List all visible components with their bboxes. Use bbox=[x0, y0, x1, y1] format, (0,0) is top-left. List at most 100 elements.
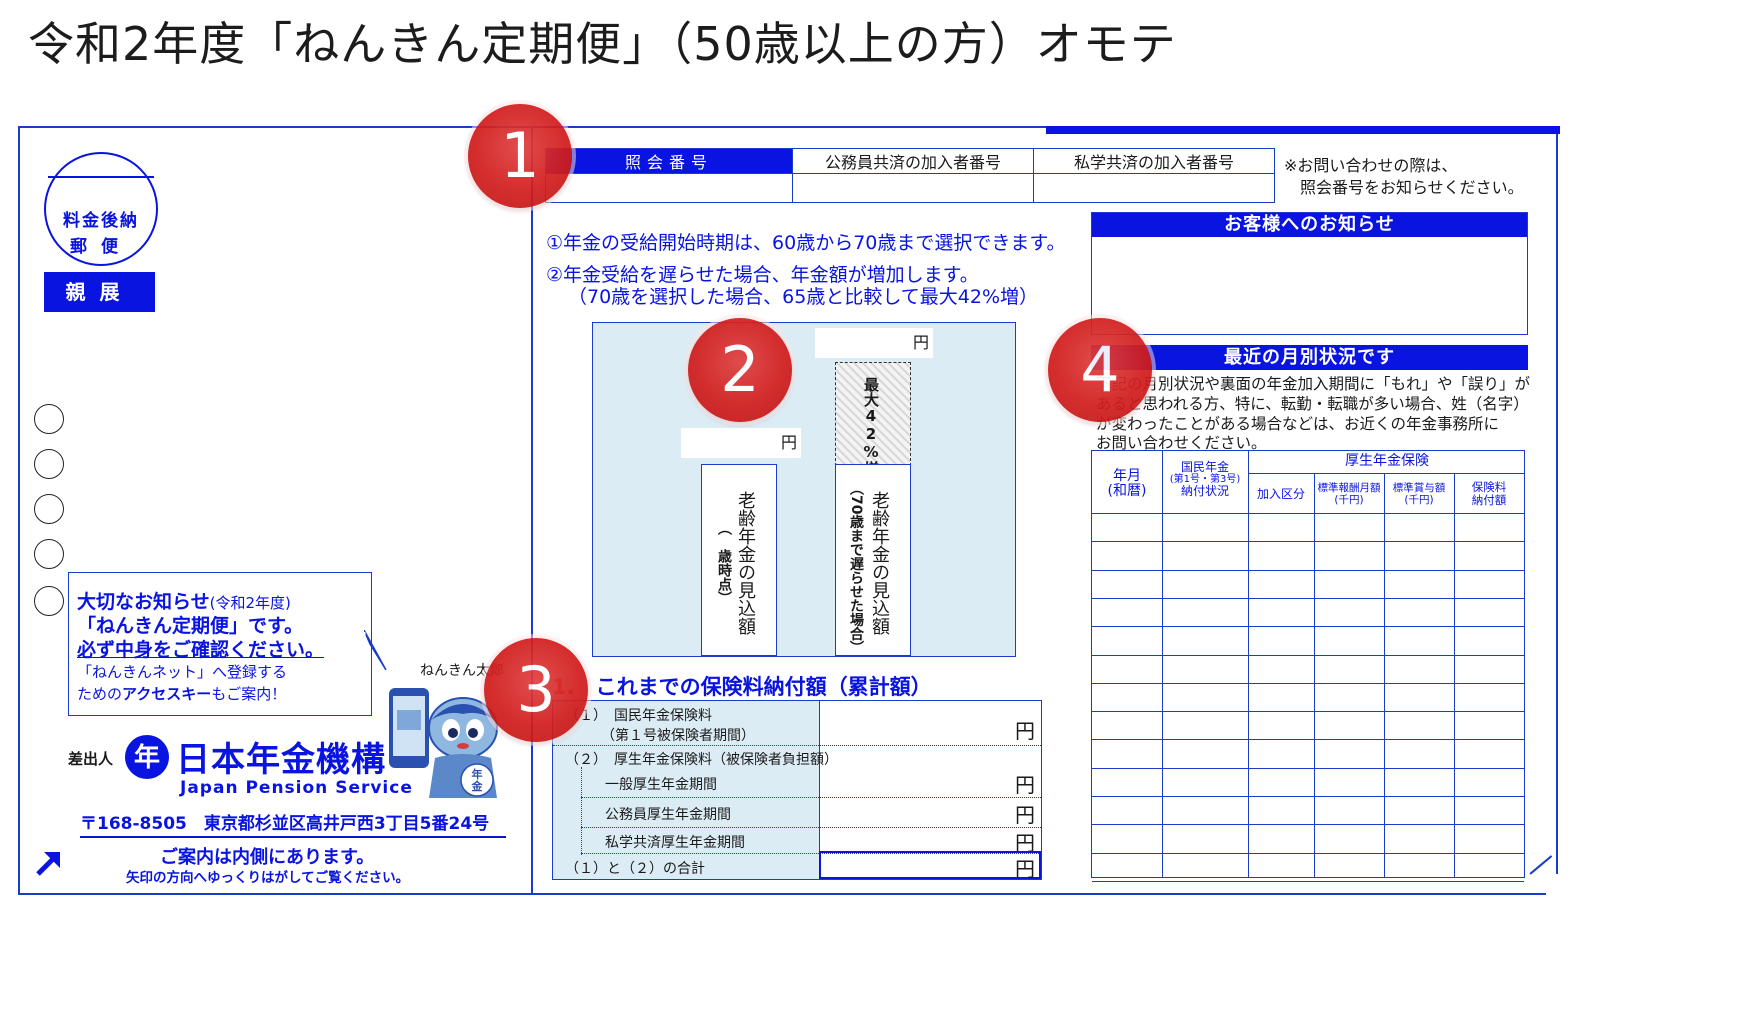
civil-servant-number-header: 公務員共済の加入者番号 bbox=[792, 148, 1034, 174]
ref-note-2: 照会番号をお知らせください。 bbox=[1300, 178, 1524, 197]
bar-current-sub: （ 歳時点） bbox=[716, 521, 732, 605]
increase-segment: 最大42%増 bbox=[835, 362, 911, 476]
mascot-name: ねんきん太郎 bbox=[420, 663, 504, 679]
point-2-detail: （70歳を選択した場合、65歳と比較して最大42%増） bbox=[568, 286, 1039, 308]
monthly-text-line: が変わったことがある場合などは、お近くの年金事務所に bbox=[1096, 415, 1500, 433]
notice-line-4: 「ねんきんネット」へ登録する bbox=[77, 663, 288, 681]
std-monthly-header: 標準報酬月額 bbox=[1317, 482, 1381, 494]
monthly-table-row bbox=[1092, 569, 1524, 571]
payment-amount: 円 bbox=[1015, 719, 1035, 743]
monthly-table-row bbox=[1092, 880, 1524, 882]
postage-mark: 料金後納 郵便 bbox=[44, 152, 158, 266]
monthly-text-line: 下記の月別状況や裏面の年金加入期間に「もれ」や「誤り」が bbox=[1096, 375, 1531, 393]
point-2: ②年金受給を遅らせた場合、年金額が増加します。 bbox=[546, 264, 979, 286]
private-school-number-field[interactable] bbox=[1033, 173, 1275, 203]
ref-number-header: 照会番号 bbox=[545, 148, 793, 174]
welfare-pension-header: 厚生年金保険 bbox=[1345, 453, 1429, 469]
marker-4: 4 bbox=[1048, 318, 1152, 422]
monthly-table-row bbox=[1092, 513, 1524, 514]
customer-notice-box: お客様へのお知らせ bbox=[1091, 212, 1528, 335]
bar-70-amount: 円 bbox=[815, 328, 933, 358]
bar-current: 老齢年金の見込額 （ 歳時点） bbox=[701, 464, 777, 656]
monthly-table-row bbox=[1092, 739, 1524, 741]
national-pension-header: 国民年金 bbox=[1180, 460, 1229, 474]
mascot-icon: 年 金 bbox=[389, 688, 498, 798]
section-3-heading: これまでの保険料納付額（累計額） bbox=[595, 675, 932, 699]
monthly-status-title: 最近の月別状況です bbox=[1091, 345, 1528, 370]
private-school-number-header: 私学共済の加入者番号 bbox=[1033, 148, 1275, 174]
org-name: 日本年金機構 bbox=[176, 740, 386, 780]
monthly-table-row bbox=[1092, 711, 1524, 713]
notice-line-5c: もご案内！ bbox=[211, 685, 287, 703]
payment-row-label: 私学共済厚生年金期間 bbox=[605, 835, 745, 851]
payment-row-label: 公務員厚生年金期間 bbox=[605, 807, 731, 823]
year-month-header: 年月 bbox=[1113, 468, 1141, 484]
monthly-table-row bbox=[1092, 824, 1524, 826]
point-1: ①年金の受給開始時期は、60歳から70歳まで選択できます。 bbox=[546, 232, 1066, 254]
national-pension-status-header: 納付状況 bbox=[1180, 484, 1229, 499]
payment-amount: 円 bbox=[1015, 831, 1035, 855]
guide-text: ご案内は内側にあります。 bbox=[160, 847, 375, 868]
ref-note: ※お問い合わせの際は、 bbox=[1284, 156, 1458, 175]
payment-total-label: （１）と（２）の合計 bbox=[565, 861, 705, 877]
section-3-title: 1. これまでの保険料納付額（累計額） bbox=[552, 671, 932, 701]
sender-label: 差出人 bbox=[68, 750, 114, 768]
payment-row-sublabel: （第１号被保険者期間） bbox=[601, 728, 755, 744]
bar-70-label: 老齢年金の見込額 bbox=[869, 491, 890, 635]
premium-payment-table: （１） 国民年金保険料 （第１号被保険者期間） 円 （２） 厚生年金保険料（被保… bbox=[552, 700, 1042, 881]
notice-line-5a: ための bbox=[77, 685, 123, 703]
payment-row-label: （２） 厚生年金保険料（被保険者負担額） bbox=[565, 752, 838, 768]
notice-year: (令和2年度) bbox=[209, 594, 291, 612]
std-bonus-header: 標準賞与額 bbox=[1392, 482, 1446, 494]
join-type-header: 加入区分 bbox=[1256, 487, 1305, 501]
std-monthly-unit: (千円) bbox=[1334, 493, 1364, 506]
monthly-table-row bbox=[1092, 682, 1524, 684]
personal-badge: 親展 bbox=[44, 272, 155, 312]
notice-line-3: 必ず中身をご確認ください。 bbox=[77, 639, 325, 661]
postage-text: 料金後納 bbox=[63, 211, 139, 231]
monthly-text-line: お問い合わせください。 bbox=[1096, 434, 1267, 452]
speech-tail-icon bbox=[364, 630, 387, 670]
postage-text-2: 郵便 bbox=[70, 237, 132, 257]
payment-row-label: 一般厚生年金期間 bbox=[605, 777, 717, 793]
monthly-status-table: 年月 (和暦) 国民年金 (第1号・第3号) 納付状況 厚生年金保険 加入区分 … bbox=[1091, 450, 1525, 882]
svg-text:年: 年 bbox=[134, 742, 160, 773]
notice-heading: 大切なお知らせ bbox=[77, 591, 210, 613]
premium-header: 保険料 bbox=[1471, 480, 1507, 494]
national-pension-subheader: (第1号・第3号) bbox=[1169, 474, 1241, 486]
payment-row-label: （１） 国民年金保険料 bbox=[565, 708, 712, 724]
page-title: 令和2年度「ねんきん定期便」（50歳以上の方）オモテ bbox=[28, 17, 1177, 71]
std-bonus-unit: (千円) bbox=[1404, 493, 1434, 506]
payment-amount: 円 bbox=[1015, 773, 1035, 797]
marker-2: 2 bbox=[688, 318, 792, 422]
customer-notice-title: お客様へのお知らせ bbox=[1092, 213, 1527, 237]
marker-1: 1 bbox=[468, 104, 572, 208]
jps-logo-icon: 年 bbox=[125, 735, 169, 779]
premium-header-2: 納付額 bbox=[1471, 492, 1507, 507]
monthly-table-row bbox=[1092, 541, 1524, 543]
ref-number-field[interactable] bbox=[545, 173, 793, 203]
monthly-table-row bbox=[1092, 654, 1524, 656]
guide-subtext: 矢印の方向へゆっくりはがしてご覧ください。 bbox=[126, 870, 410, 886]
bar-current-amount: 円 bbox=[681, 428, 801, 458]
payment-amount: 円 bbox=[1015, 803, 1035, 827]
notice-box: 大切なお知らせ(令和2年度) 「ねんきん定期便」です。 必ず中身をご確認ください… bbox=[68, 572, 372, 716]
increase-label: 最大42%増 bbox=[862, 377, 880, 476]
arrow-up-right-icon bbox=[36, 852, 60, 876]
monthly-table-row bbox=[1092, 626, 1524, 628]
monthly-text-line: あると思われる方、特に、転勤・転職が多い場合、姓（名字） bbox=[1096, 395, 1529, 413]
svg-text:年: 年 bbox=[472, 767, 483, 781]
civil-servant-number-field[interactable] bbox=[792, 173, 1034, 203]
payment-total-field: 円 bbox=[819, 851, 1041, 881]
notice-line-2: 「ねんきん定期便」です。 bbox=[77, 615, 304, 637]
monthly-table-row bbox=[1092, 767, 1524, 769]
reference-number-table: 照会番号 公務員共済の加入者番号 私学共済の加入者番号 bbox=[545, 148, 1275, 203]
monthly-table-row bbox=[1092, 796, 1524, 797]
sender-address: 〒168-8505 東京都杉並区高井戸西3丁目5番24号 bbox=[80, 809, 506, 838]
monthly-table-row bbox=[1092, 852, 1524, 854]
payment-total-amount: 円 bbox=[1015, 857, 1035, 881]
bar-70-sub: （70歳まで遅らせた場合） bbox=[848, 481, 864, 655]
marker-3: 3 bbox=[484, 638, 588, 742]
monthly-table-row bbox=[1092, 597, 1524, 599]
bar-70: 老齢年金の見込額 （70歳まで遅らせた場合） bbox=[835, 464, 911, 656]
